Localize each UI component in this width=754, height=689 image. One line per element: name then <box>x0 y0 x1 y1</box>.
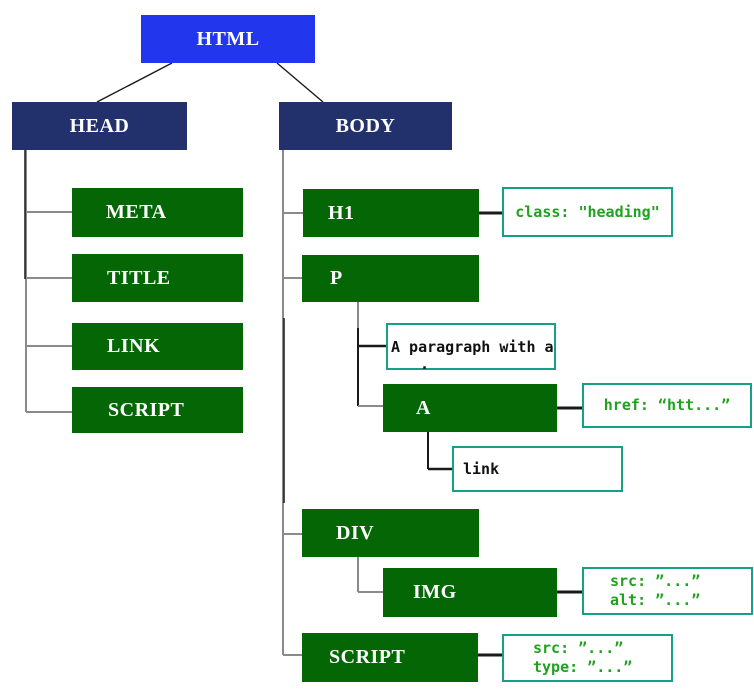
annotation-a-attrs: href: “htt...” <box>582 383 752 428</box>
node-a-label: A <box>416 396 431 419</box>
annotation-img-src: src: ”...” <box>610 572 701 590</box>
annotation-script-type: type: ”...” <box>533 658 633 676</box>
annotation-script-src: src: ”...” <box>533 639 624 657</box>
node-meta-label: META <box>106 201 167 223</box>
node-body-script-label: SCRIPT <box>329 646 406 668</box>
node-title-label: TITLE <box>107 266 171 289</box>
textnode-link-text: link <box>463 460 500 478</box>
textnode-link: link <box>452 446 623 492</box>
node-p: P <box>302 255 479 302</box>
node-p-label: P <box>330 267 343 289</box>
node-img: IMG <box>383 568 557 617</box>
node-link: LINK <box>72 323 243 370</box>
node-div: DIV <box>302 509 479 557</box>
node-link-label: LINK <box>107 335 161 357</box>
node-img-label: IMG <box>413 581 457 603</box>
node-html: HTML <box>141 15 315 63</box>
node-meta: META <box>72 188 243 237</box>
node-h1: H1 <box>303 189 479 237</box>
node-head-script: SCRIPT <box>72 387 243 433</box>
node-head: HEAD <box>12 102 187 150</box>
node-a: A <box>383 384 557 432</box>
node-html-label: HTML <box>196 27 260 50</box>
node-body: BODY <box>279 102 452 150</box>
node-head-script-label: SCRIPT <box>108 398 185 421</box>
textnode-paragraph: A paragraph with a . <box>386 323 556 373</box>
node-head-label: HEAD <box>69 114 130 137</box>
annotation-script-attrs: src: ”...” type: ”...” <box>502 634 673 682</box>
node-body-script: SCRIPT <box>302 633 478 682</box>
annotation-img-attrs: src: ”...” alt: ”...” <box>582 567 753 615</box>
annotation-h1-attrs: class: "heading" <box>502 187 673 237</box>
node-title: TITLE <box>72 254 243 302</box>
annotation-h1-attrs-text: class: "heading" <box>515 202 660 221</box>
annotation-a-attrs-text: href: “htt...” <box>603 396 731 414</box>
textnode-paragraph-period: . <box>420 355 430 373</box>
node-div-label: DIV <box>336 521 375 544</box>
node-h1-label: H1 <box>328 201 355 224</box>
textnode-paragraph-text: A paragraph with a <box>391 337 554 356</box>
annotation-img-alt: alt: ”...” <box>610 591 701 609</box>
edge-html-head <box>96 62 173 103</box>
node-body-label: BODY <box>335 114 396 137</box>
edge-html-body <box>276 62 324 103</box>
